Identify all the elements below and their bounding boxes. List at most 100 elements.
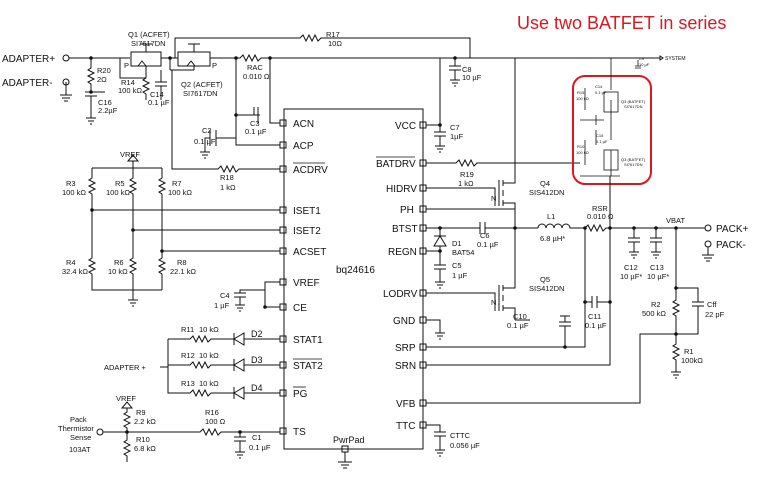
cttc-ref: CTTC — [450, 431, 471, 440]
r4-ref: R4 — [66, 258, 76, 267]
d1-ref: D1 — [452, 239, 462, 248]
q5-type: N — [491, 298, 496, 307]
c14-value: 0.1 µF — [148, 98, 170, 107]
pin-pg: PG — [293, 389, 308, 400]
d1-part: BAT54 — [452, 248, 474, 257]
pin-vcc: VCC — [395, 121, 416, 132]
r9-value: 2.2 kΩ — [134, 417, 156, 426]
c10-ref: C10 — [513, 312, 527, 321]
r10-value: 6.8 kΩ — [134, 444, 156, 453]
r14-value: 100 kΩ — [118, 86, 142, 95]
q4-mosfet — [426, 166, 516, 215]
c6-ref: C6 — [480, 231, 490, 240]
r7-ref: R7 — [172, 179, 182, 188]
r8-ref: R8 — [177, 258, 187, 267]
c3-ref: C3 — [250, 119, 260, 128]
ic-right-pins: VCC BATDRV HIDRV PH BTST REGN LODRV GND … — [376, 121, 427, 432]
rsr-ref: RSR — [592, 204, 608, 213]
led-row-1 — [168, 332, 280, 346]
r13-ref: R13 — [181, 379, 195, 388]
cff-value: 22 pF — [705, 310, 725, 319]
pin-acn: ACN — [293, 119, 314, 130]
r4-value: 32.4 kΩ — [62, 267, 88, 276]
c2-ref: C2 — [202, 126, 212, 135]
pack-minus-terminal — [704, 240, 712, 248]
c4-value: 1 µF — [214, 301, 230, 310]
rac-ref: RAC — [247, 63, 263, 72]
inset-q3-ref: Q3 (BATFET) — [621, 99, 646, 104]
system-label: SYSTEM — [665, 56, 686, 62]
adapter-plus-label: ADAPTER+ — [2, 54, 55, 65]
q4-ref: Q4 — [540, 179, 550, 188]
pin-batdrv: BATDRV — [376, 159, 416, 170]
q1-type: P — [124, 61, 129, 70]
inset-r15-value: 100 kΩ — [576, 96, 589, 101]
pack-therm-line2: Thermistor — [58, 424, 94, 433]
thermistor-terminal — [96, 428, 104, 436]
cttc-value: 0.056 µF — [450, 441, 480, 450]
c11-value: 0.1 µF — [585, 321, 607, 330]
r2-ref: R2 — [651, 300, 661, 309]
c1-value: 0.1 µF — [249, 443, 271, 452]
pin-gnd: GND — [393, 316, 415, 327]
ic-name: bq24616 — [336, 265, 375, 276]
inset-c15-value: 0.1 µF — [596, 139, 608, 144]
inset-r10-ref: R10 — [577, 144, 585, 149]
pin-hidrv: HIDRV — [386, 184, 417, 195]
led-row-3 — [180, 386, 280, 400]
r10-ref: R10 — [136, 435, 150, 444]
c1-ref: C1 — [252, 433, 262, 442]
r5-ref: R5 — [115, 179, 125, 188]
q2-part: SI7617DN — [183, 89, 218, 98]
r13-value: 10 kΩ — [199, 379, 219, 388]
c12-value: 10 µF* — [620, 272, 642, 281]
inset-q3b-ref: Q3 (BATFET) — [621, 157, 646, 162]
r20-value: 2Ω — [97, 75, 107, 84]
q5-mosfet — [426, 228, 516, 320]
r18-ref: R18 — [220, 173, 234, 182]
c10-value: 0.1 µF — [507, 321, 529, 330]
q4-type: N — [491, 194, 496, 203]
l1-value: 6.8 µH* — [540, 234, 565, 243]
inset-c9-ref: C9 — [639, 56, 645, 61]
c13-ref: C13 — [650, 263, 664, 272]
q1-ref: Q1 (ACFET) — [128, 30, 170, 39]
pin-regn: REGN — [388, 247, 417, 258]
diagram-title: Use two BATFET in series — [517, 13, 726, 33]
batfet-inset — [580, 58, 641, 177]
c7-ref: C7 — [450, 123, 460, 132]
r7-value: 100 kΩ — [168, 188, 192, 197]
c4-ref: C4 — [220, 291, 230, 300]
inset-q3-part: SI7617DN — [624, 104, 643, 109]
q5-ref: Q5 — [540, 275, 550, 284]
r3-value: 100 kΩ — [62, 188, 86, 197]
rsr-value: 0.010 Ω — [587, 212, 614, 221]
c5-ref: C5 — [452, 261, 462, 270]
c11-ref: C11 — [588, 312, 601, 321]
pin-ts: TS — [293, 427, 306, 438]
q2-ref: Q2 (ACFET) — [181, 80, 223, 89]
c8-ref: C8 — [462, 65, 472, 74]
pack-therm-line1: Pack — [70, 415, 87, 424]
inset-c9-value: 10 µF — [639, 62, 650, 67]
cff-ref: Cff — [707, 300, 717, 309]
adapter-minus-label: ADAPTER- — [2, 78, 53, 89]
pin-btst: BTST — [392, 224, 418, 235]
pin-srn: SRN — [395, 361, 416, 372]
inset-c14-ref: C14 — [595, 84, 603, 89]
ic-left-pins: ACN ACP ACDRV ISET1 ISET2 ACSET VREF CE … — [279, 119, 328, 438]
r11-ref: R11 — [181, 325, 194, 334]
pin-lodrv: LODRV — [383, 289, 418, 300]
pin-acp: ACP — [293, 141, 314, 152]
q4-part: SIS412DN — [529, 188, 564, 197]
pin-stat2: STAT2 — [293, 361, 323, 372]
r17-ref: R17 — [326, 30, 340, 39]
r1-value: 100kΩ — [681, 356, 703, 365]
vref-bottom-label: VREF — [116, 394, 136, 403]
r19-value: 1 kΩ — [458, 179, 474, 188]
r19-ref: R19 — [460, 170, 474, 179]
c2-value: 0.1 µF — [194, 137, 216, 146]
q2-type: P — [212, 61, 217, 70]
l1-ref: L1 — [547, 212, 555, 221]
